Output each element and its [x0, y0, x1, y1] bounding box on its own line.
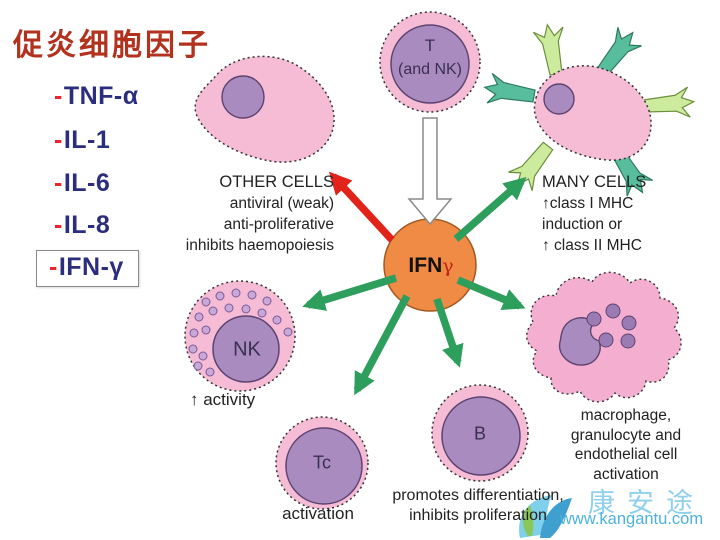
cytokine-item-ifng-boxed: -IFN-γ [36, 250, 139, 287]
many-cells-nucleus [543, 83, 575, 115]
t-cell-shape [379, 11, 481, 113]
b-caption: promotes differentiation, inhibits proli… [392, 486, 563, 526]
dash-bullet: - [54, 126, 63, 154]
other-cells-caption: OTHER CELLS antiviral (weak) anti-prolif… [158, 172, 334, 256]
nk-caption: ↑ activity [190, 390, 256, 409]
watermark-url[interactable]: www.kangantu.com [560, 510, 704, 528]
other-cells-line: antiviral (weak) [229, 195, 334, 212]
macrophage-caption-line: macrophage, [580, 407, 672, 424]
many-cells-caption: MANY CELLS ↑class I MHC induction or ↑ c… [542, 172, 646, 256]
b-cell-shape [431, 384, 529, 482]
receptor-icon [596, 27, 642, 77]
t-cell-nucleus [390, 24, 470, 104]
cytokine-label: IL-8 [63, 211, 111, 239]
receptor-icon [532, 23, 564, 76]
tc-caption: activation [282, 504, 354, 523]
arrow-to-tc [353, 294, 411, 396]
nk-cell-shape [184, 280, 296, 392]
receptor-icon [483, 72, 536, 104]
arrow-to-b [433, 297, 464, 368]
many-cells-line: ↑class I MHC [542, 195, 634, 212]
cytokine-label: IL-6 [63, 169, 111, 197]
arrow-to-nk [302, 274, 398, 311]
macrophage-caption-line: activation [593, 465, 659, 483]
other-cells-line: inhibits haemopoiesis [185, 237, 334, 254]
many-cells-title: MANY CELLS [542, 173, 647, 191]
b-caption-line: inhibits proliferation [409, 507, 547, 524]
dash-bullet: - [54, 82, 63, 110]
macrophage-shape [526, 271, 682, 403]
gamma-text: γ [442, 255, 454, 277]
arrow-to-other-cells [328, 171, 395, 243]
leaf-logo-icon [519, 495, 572, 538]
macrophage-caption-line: granulocyte and [570, 426, 682, 444]
other-cells-line: anti-proliferative [223, 216, 334, 233]
nk-cell-nucleus [212, 315, 280, 383]
b-caption-line: promotes differentiation, [392, 487, 564, 504]
dash-bullet: - [54, 169, 63, 197]
other-cells-title: OTHER CELLS [219, 173, 334, 191]
b-cell-label: B [473, 423, 487, 444]
cytokine-item-il1: -IL-1 [54, 126, 110, 155]
dash-bullet: - [54, 211, 63, 239]
cytokine-label: TNF-α [63, 82, 139, 110]
macrophage-caption: macrophage, granulocyte and endothelial … [571, 406, 681, 484]
arrow-to-macrophage [456, 276, 526, 310]
many-cells-line: ↑ class II MHC [542, 237, 642, 254]
tc-cell-nucleus [285, 427, 363, 505]
dash-bullet: - [49, 253, 58, 281]
nk-granules [188, 288, 293, 377]
cytokine-item-il8: -IL-8 [54, 211, 110, 240]
many-cells-line: induction or [542, 216, 623, 233]
cytokine-item-il6: -IL-6 [54, 169, 110, 198]
ifn-gamma-label: IFNγ [408, 254, 453, 278]
other-cells-shape [194, 55, 335, 163]
ifn-text: IFN [408, 254, 443, 277]
cytokine-label: IL-1 [63, 126, 111, 154]
b-cell-nucleus [441, 396, 521, 476]
page-title: 促炎细胞因子 [13, 28, 211, 63]
t-cell-sublabel: (and NK) [397, 61, 463, 78]
cytokine-label: IFN-γ [58, 253, 124, 281]
tc-cell-shape [275, 416, 369, 510]
cytokine-item-tnf: -TNF-α [54, 82, 139, 111]
macrophage-granules [586, 303, 637, 349]
tc-cell-label: Tc [313, 452, 331, 473]
watermark-brand: 康安途 [588, 488, 705, 519]
nk-cell-label: NK [233, 338, 261, 361]
t-cell-label: T [424, 36, 436, 55]
receptor-icon [642, 86, 696, 118]
other-cells-nucleus [221, 75, 265, 119]
macrophage-caption-line: endothelial cell [574, 446, 678, 463]
arrow-to-many-cells [453, 177, 527, 242]
many-cells-shape [483, 23, 696, 197]
t-cell-secretion-arrow [407, 117, 453, 226]
